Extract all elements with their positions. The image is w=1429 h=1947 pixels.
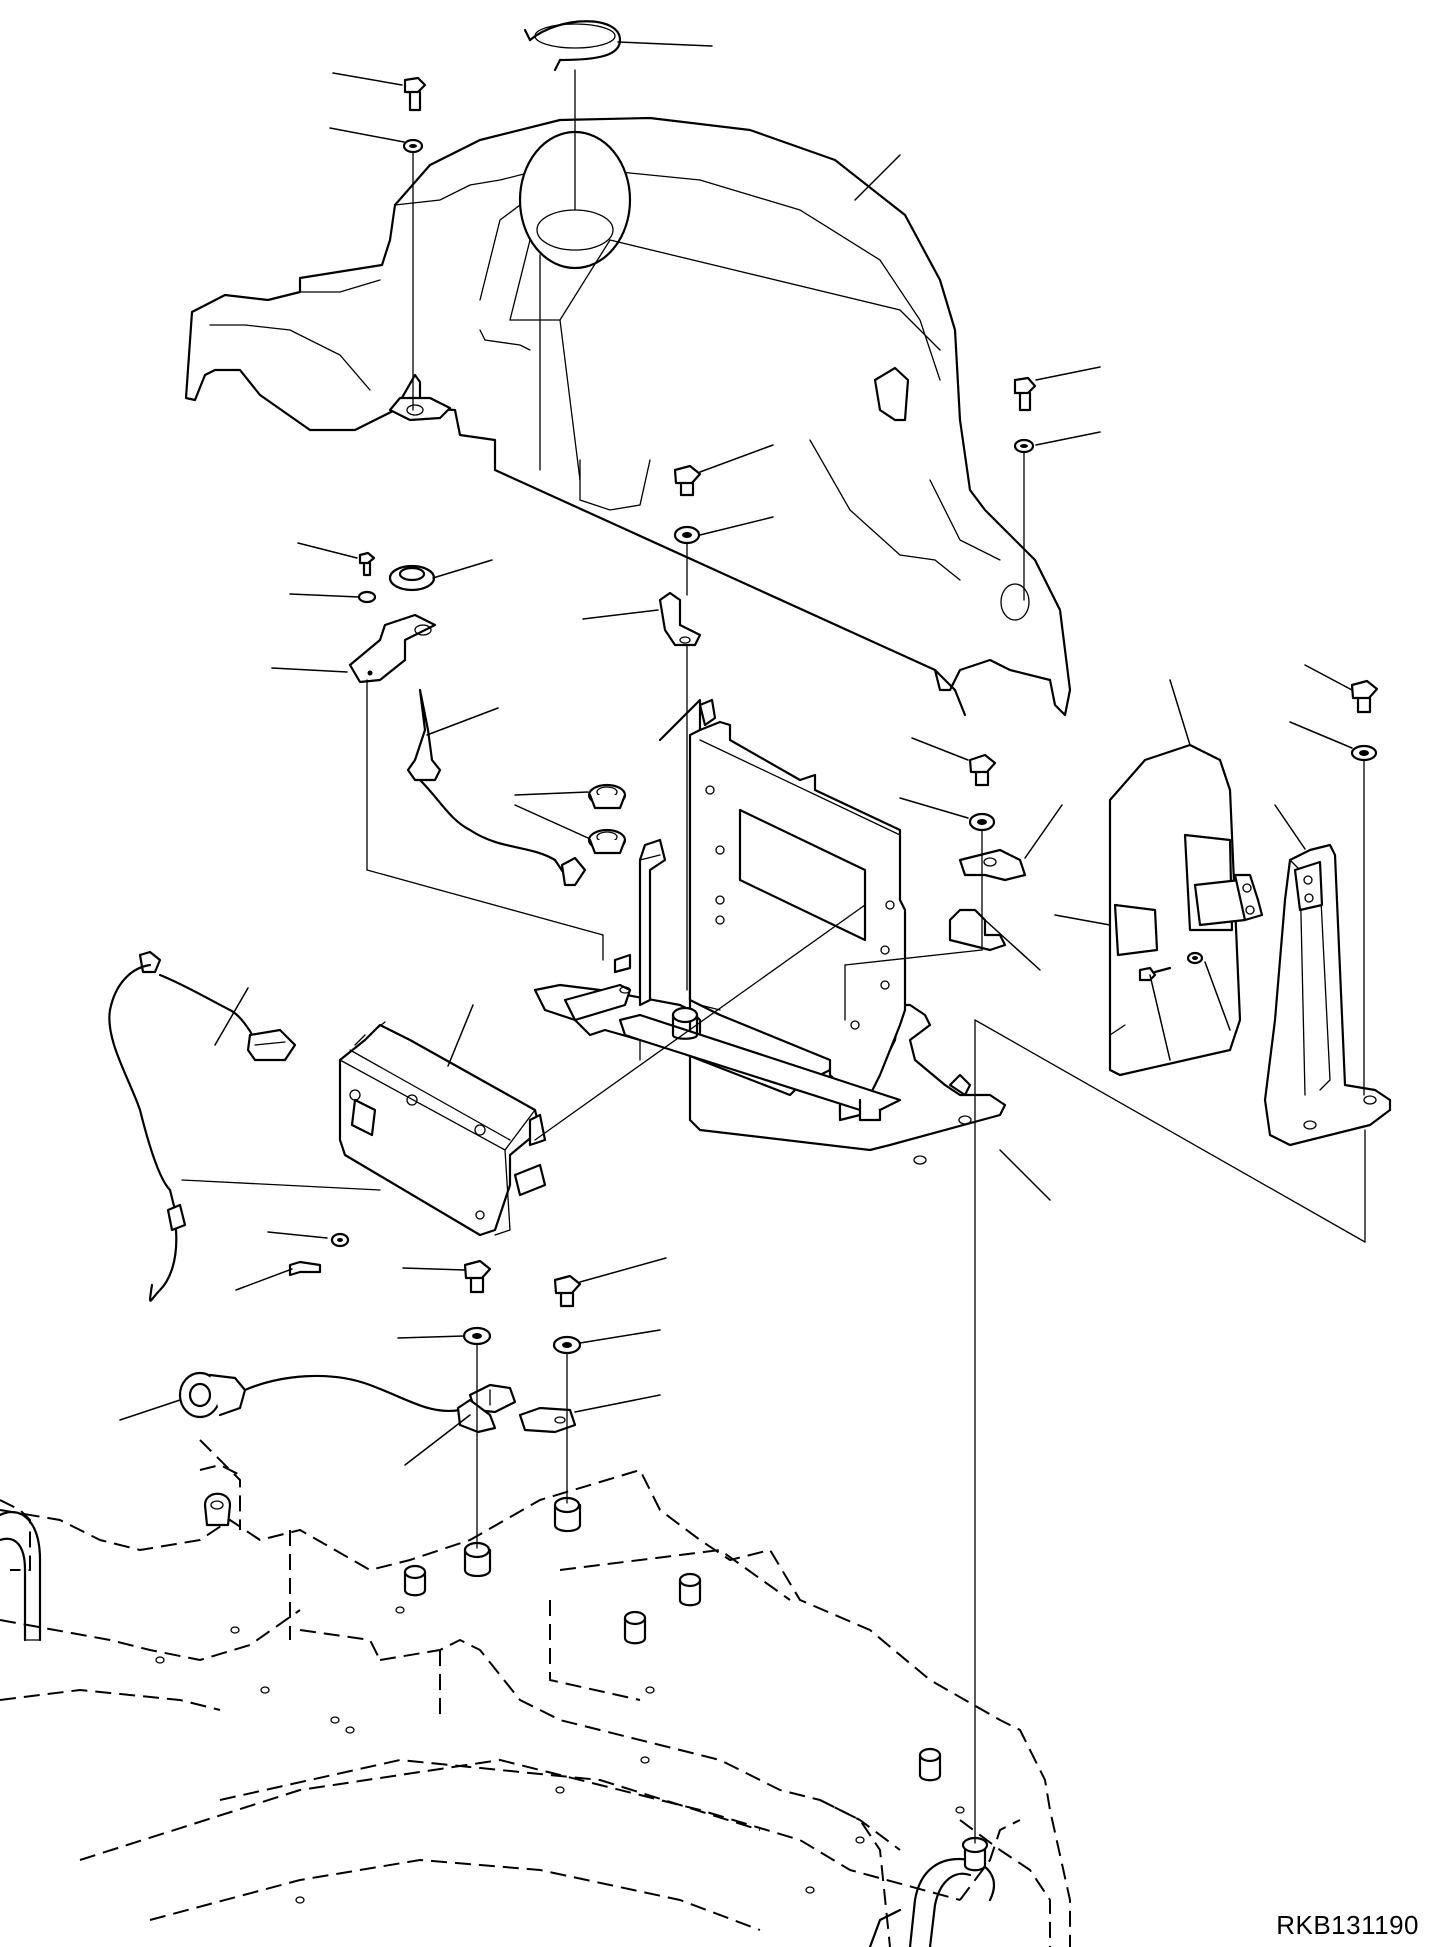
antenna-bracket bbox=[348, 551, 437, 684]
power-socket bbox=[178, 1371, 577, 1434]
bolt-top-left bbox=[402, 76, 427, 154]
assembly-lines bbox=[181, 69, 1366, 1844]
top-cover bbox=[184, 116, 1072, 717]
drawing-code: RKB131190 bbox=[1276, 1910, 1419, 1940]
controller-unit bbox=[338, 1021, 547, 1237]
lower-left-fasteners bbox=[462, 1259, 582, 1355]
controller-screw bbox=[288, 1232, 350, 1277]
cable-clamps bbox=[587, 783, 627, 855]
p-clip-center bbox=[658, 591, 702, 647]
bolt-far-right bbox=[1350, 679, 1379, 762]
wiring-harness-left bbox=[108, 950, 297, 1302]
snap-ring bbox=[523, 20, 622, 72]
frame-outline bbox=[0, 1439, 1071, 1947]
bolt-top-right bbox=[1013, 376, 1037, 454]
bracket-right-fasteners bbox=[948, 753, 1027, 952]
controller-mounting-bracket bbox=[533, 698, 1007, 1165]
bolt-center bbox=[673, 464, 702, 545]
leader-lines bbox=[119, 41, 1353, 1466]
support-stay bbox=[1263, 843, 1392, 1147]
handrail-left bbox=[0, 1510, 42, 1642]
antenna bbox=[406, 688, 587, 887]
mounting-bosses bbox=[155, 1492, 989, 1904]
handrail-right bbox=[868, 1857, 996, 1947]
side-panel-right bbox=[1108, 743, 1264, 1077]
